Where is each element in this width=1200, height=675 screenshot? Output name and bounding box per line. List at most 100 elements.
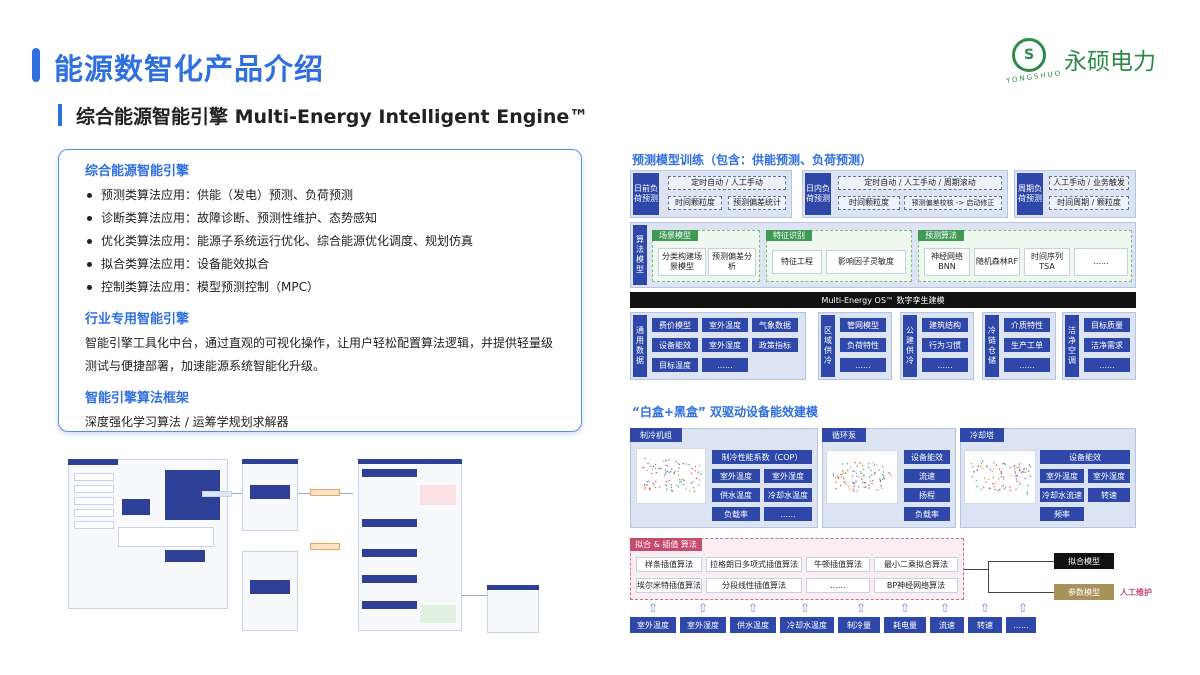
dayahead-row2b: 预测偏差统计 bbox=[728, 196, 786, 210]
scatter-point bbox=[870, 469, 872, 471]
scatter-point bbox=[850, 466, 852, 469]
scatter-point bbox=[835, 487, 837, 490]
scatter-point bbox=[654, 463, 657, 466]
feature-item: 特征工程 bbox=[772, 250, 822, 274]
scatter-point bbox=[832, 473, 835, 475]
dayahead-row1: 定时自动 / 人工手动 bbox=[668, 176, 786, 190]
scatter-point bbox=[644, 485, 646, 487]
chiller-item: 冷却水温度 bbox=[764, 488, 812, 502]
up-arrow-icon: ⇧ bbox=[648, 601, 659, 615]
scatter-point bbox=[860, 471, 862, 473]
scatter-point bbox=[853, 482, 856, 484]
scatter-point bbox=[677, 474, 680, 476]
pump-item: 负载率 bbox=[904, 507, 950, 521]
fit-model-box: 拟合模型 bbox=[1054, 553, 1114, 569]
feature-tab: 特征识别 bbox=[766, 230, 812, 241]
scatter-point bbox=[880, 485, 882, 487]
scatter-point bbox=[1022, 470, 1024, 473]
scatter-point bbox=[976, 486, 978, 488]
scatter-point bbox=[998, 468, 1001, 470]
scatter-point bbox=[858, 476, 860, 478]
list-item: 诊断类算法应用：故障诊断、预测性维护、态势感知 bbox=[85, 207, 581, 230]
clean-item: 洁净需求 bbox=[1084, 338, 1130, 352]
connector-line bbox=[964, 569, 988, 570]
scene-item: 预测偏差分析 bbox=[708, 248, 756, 276]
scatter-point bbox=[1025, 468, 1027, 470]
bottom-item: 流速 bbox=[930, 617, 964, 633]
tower-plot bbox=[964, 450, 1036, 504]
chiller-item: 负载率 bbox=[712, 507, 760, 521]
scatter-point bbox=[983, 486, 985, 488]
scatter-point bbox=[654, 467, 657, 470]
scatter-point bbox=[868, 463, 870, 465]
bottom-item: 转速 bbox=[968, 617, 1002, 633]
fit-item: 牛顿插值算法 bbox=[806, 557, 870, 572]
storage-item: 生产工单 bbox=[1004, 338, 1050, 352]
scatter-point bbox=[1013, 466, 1015, 468]
scatter-point bbox=[976, 469, 978, 471]
scatter-point bbox=[1000, 471, 1003, 473]
logo-subtext: YONGSHUO bbox=[1005, 69, 1063, 85]
scatter-point bbox=[881, 465, 884, 468]
scatter-point bbox=[1010, 474, 1012, 477]
scatter-point bbox=[1001, 486, 1003, 488]
scatter-point bbox=[1019, 483, 1022, 485]
scatter-point bbox=[843, 480, 845, 483]
scatter-point bbox=[675, 460, 677, 463]
scatter-point bbox=[662, 460, 665, 462]
scatter-point bbox=[698, 465, 701, 467]
scatter-point bbox=[832, 475, 835, 477]
scatter-point bbox=[840, 473, 842, 476]
scatter-point bbox=[992, 476, 994, 479]
scatter-point bbox=[868, 466, 870, 469]
scatter-plot-icon bbox=[970, 460, 1032, 495]
scatter-point bbox=[664, 484, 667, 486]
scatter-point bbox=[1005, 486, 1007, 489]
general-item: 设备能效 bbox=[652, 338, 698, 352]
public-item: ...... bbox=[922, 358, 968, 372]
scatter-point bbox=[878, 469, 880, 471]
forecast-title: 预测模型训练（包含：供能预测、负荷预测） bbox=[632, 153, 873, 167]
scatter-point bbox=[879, 478, 881, 480]
intraday-row2a: 时间颗粒度 bbox=[838, 196, 900, 210]
scatter-point bbox=[997, 490, 1000, 492]
scatter-point bbox=[655, 472, 657, 474]
scatter-point bbox=[1018, 481, 1021, 484]
scatter-point bbox=[646, 469, 648, 472]
general-item: 气象数据 bbox=[752, 318, 798, 332]
sec2-title: 行业专用智能引擎 bbox=[85, 312, 190, 327]
scatter-point bbox=[652, 465, 655, 467]
scatter-point bbox=[835, 477, 837, 479]
chiller-item: 供水温度 bbox=[712, 488, 760, 502]
scatter-point bbox=[674, 470, 676, 473]
scatter-point bbox=[848, 486, 850, 488]
scatter-point bbox=[666, 464, 669, 467]
scatter-point bbox=[651, 468, 654, 470]
bw-title: “白盒+黑盒” 双驱动设备能效建模 bbox=[632, 405, 819, 419]
general-item: 政策指标 bbox=[752, 338, 798, 352]
nav-dayahead: 日前负荷预测 bbox=[633, 173, 659, 215]
scatter-point bbox=[988, 487, 990, 489]
scatter-point bbox=[982, 460, 984, 462]
scatter-point bbox=[646, 484, 648, 486]
regional-item: ...... bbox=[840, 358, 886, 372]
scatter-point bbox=[1015, 488, 1017, 490]
fit-item: 埃尔米特插值算法 bbox=[636, 578, 702, 593]
scatter-point bbox=[678, 467, 680, 469]
scatter-point bbox=[642, 467, 644, 469]
scatter-point bbox=[881, 473, 883, 476]
scatter-point bbox=[970, 463, 973, 465]
bottom-item: 室外温度 bbox=[630, 617, 676, 633]
scatter-point bbox=[863, 486, 865, 488]
scatter-point bbox=[685, 463, 687, 465]
sec1-title: 综合能源智能引擎 bbox=[85, 164, 190, 179]
scatter-point bbox=[883, 474, 885, 477]
os-bar: Multi-Energy OS™ 数字孪生建模 bbox=[630, 292, 1136, 308]
scatter-point bbox=[691, 467, 693, 470]
scatter-point bbox=[1002, 484, 1005, 487]
scatter-point bbox=[1002, 476, 1005, 478]
list-item: 优化类算法应用：能源子系统运行优化、综合能源优化调度、规划仿真 bbox=[85, 230, 581, 253]
scatter-point bbox=[1014, 471, 1016, 473]
scatter-point bbox=[1004, 463, 1007, 465]
storage-item: ...... bbox=[1004, 358, 1050, 372]
